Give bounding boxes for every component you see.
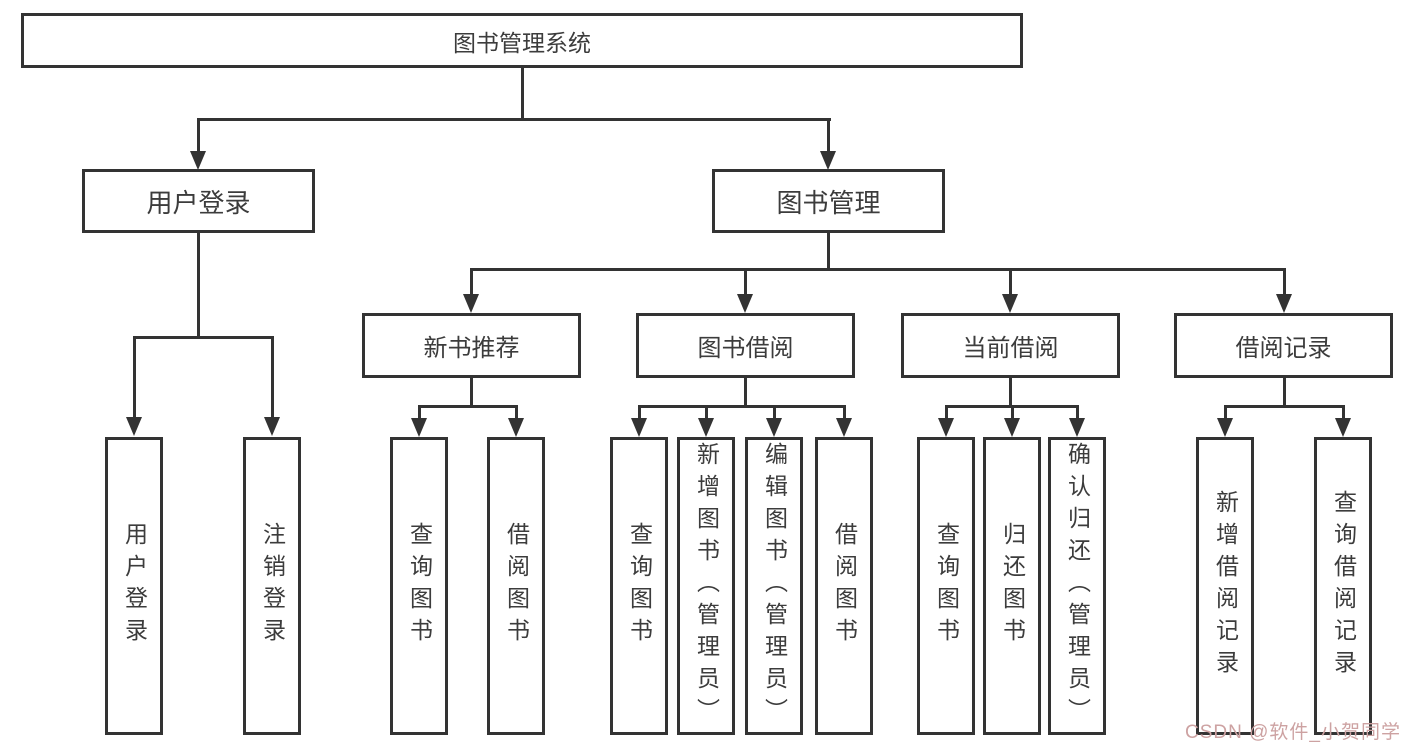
connector	[773, 408, 776, 419]
connector	[1342, 408, 1345, 419]
connector	[1009, 271, 1012, 295]
leaf-logout-label: 注销登录	[259, 522, 286, 650]
connector	[827, 121, 830, 152]
arrow-down-icon	[766, 418, 782, 437]
leaf-query-books-borrowing-label: 查询图书	[626, 522, 653, 650]
node-user-login-label: 用户登录	[146, 187, 251, 218]
connector	[744, 378, 747, 407]
leaf-confirm-return-admin: 确认归还（管理员）	[1048, 437, 1106, 735]
arrow-down-icon	[1002, 294, 1018, 313]
connector	[945, 408, 948, 419]
leaf-query-books-recommend: 查询图书	[390, 437, 448, 735]
connector	[197, 121, 200, 152]
leaf-edit-books-admin-label: 编辑图书（管理员）	[761, 442, 788, 730]
node-root-label: 图书管理系统	[453, 29, 591, 56]
connector	[744, 271, 747, 295]
arrow-down-icon	[190, 151, 206, 170]
leaf-add-books-admin-label: 新增图书（管理员）	[693, 442, 720, 730]
connector	[1011, 408, 1014, 419]
node-new-book-recommend: 新书推荐	[362, 313, 581, 378]
connector	[1283, 271, 1286, 295]
connector	[1009, 378, 1012, 407]
arrow-down-icon	[698, 418, 714, 437]
arrow-down-icon	[1276, 294, 1292, 313]
leaf-edit-books-admin: 编辑图书（管理员）	[745, 437, 803, 735]
connector	[638, 408, 641, 419]
arrow-down-icon	[737, 294, 753, 313]
node-current-borrowing: 当前借阅	[901, 313, 1120, 378]
node-book-management: 图书管理	[712, 169, 945, 233]
connector	[515, 408, 518, 419]
connector	[521, 68, 524, 120]
leaf-logout: 注销登录	[243, 437, 301, 735]
connector	[133, 339, 136, 418]
leaf-user-login: 用户登录	[105, 437, 163, 735]
leaf-borrow-books: 借阅图书	[815, 437, 873, 735]
connector	[1224, 408, 1227, 419]
leaf-add-borrow-record-label: 新增借阅记录	[1212, 490, 1239, 682]
leaf-return-books: 归还图书	[983, 437, 1041, 735]
csdn-watermark: CSDN @软件_小贺同学	[1185, 722, 1401, 743]
connector	[843, 408, 846, 419]
node-new-book-recommend-label: 新书推荐	[423, 335, 520, 362]
leaf-add-borrow-record: 新增借阅记录	[1196, 437, 1254, 735]
arrow-down-icon	[836, 418, 852, 437]
node-book-management-label: 图书管理	[776, 187, 881, 218]
connector	[945, 405, 1079, 408]
leaf-query-books-current: 查询图书	[917, 437, 975, 735]
connector	[470, 268, 1286, 271]
connector	[827, 233, 830, 269]
leaf-borrow-books-recommend-label: 借阅图书	[503, 522, 530, 650]
node-current-borrowing-label: 当前借阅	[962, 335, 1059, 362]
node-book-borrowing-label: 图书借阅	[697, 335, 794, 362]
arrow-down-icon	[126, 417, 142, 436]
leaf-user-login-label: 用户登录	[121, 522, 148, 650]
connector	[197, 233, 200, 337]
arrow-down-icon	[631, 418, 647, 437]
connector	[470, 271, 473, 295]
connector	[418, 405, 518, 408]
connector	[133, 336, 274, 339]
connector	[1076, 408, 1079, 419]
node-user-login: 用户登录	[82, 169, 315, 233]
arrow-down-icon	[264, 417, 280, 436]
node-root: 图书管理系统	[21, 13, 1023, 68]
leaf-return-books-label: 归还图书	[999, 522, 1026, 650]
leaf-confirm-return-admin-label: 确认归还（管理员）	[1064, 442, 1091, 730]
arrow-down-icon	[508, 418, 524, 437]
connector	[705, 408, 708, 419]
arrow-down-icon	[1335, 418, 1351, 437]
arrow-down-icon	[820, 151, 836, 170]
node-borrowing-records: 借阅记录	[1174, 313, 1393, 378]
arrow-down-icon	[463, 294, 479, 313]
leaf-query-books-recommend-label: 查询图书	[406, 522, 433, 650]
leaf-query-books-current-label: 查询图书	[933, 522, 960, 650]
arrow-down-icon	[1069, 418, 1085, 437]
arrow-down-icon	[1004, 418, 1020, 437]
connector	[638, 405, 846, 408]
leaf-query-borrow-record-label: 查询借阅记录	[1330, 490, 1357, 682]
connector	[1283, 378, 1286, 407]
connector	[271, 339, 274, 418]
leaf-borrow-books-recommend: 借阅图书	[487, 437, 545, 735]
connector	[197, 118, 831, 121]
leaf-add-books-admin: 新增图书（管理员）	[677, 437, 735, 735]
connector	[470, 378, 473, 407]
leaf-borrow-books-label: 借阅图书	[831, 522, 858, 650]
leaf-query-borrow-record: 查询借阅记录	[1314, 437, 1372, 735]
connector	[1224, 405, 1345, 408]
connector	[418, 408, 421, 419]
arrow-down-icon	[411, 418, 427, 437]
leaf-query-books-borrowing: 查询图书	[610, 437, 668, 735]
node-book-borrowing: 图书借阅	[636, 313, 855, 378]
arrow-down-icon	[938, 418, 954, 437]
arrow-down-icon	[1217, 418, 1233, 437]
node-borrowing-records-label: 借阅记录	[1235, 335, 1332, 362]
